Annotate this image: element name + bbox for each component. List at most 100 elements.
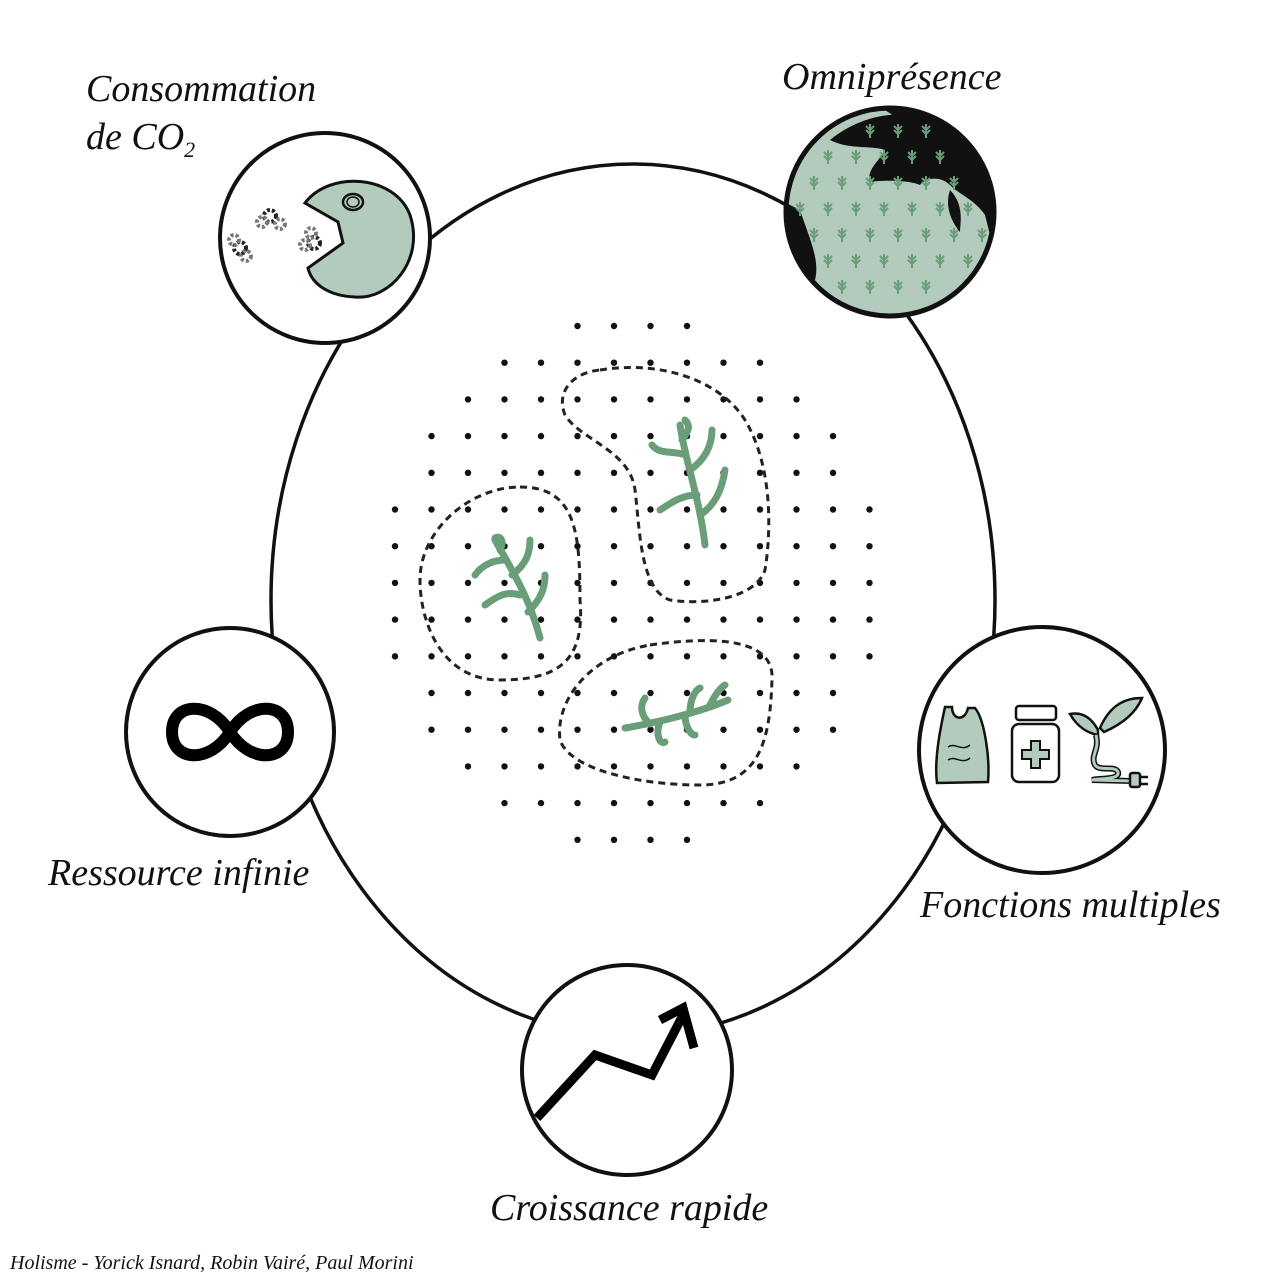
co2-molecules	[227, 208, 322, 263]
grid-dot	[647, 543, 654, 550]
grid-dot	[756, 799, 764, 807]
tiny-seaweed-icon	[795, 202, 805, 216]
grid-dot	[793, 432, 800, 440]
grid-dot	[866, 506, 873, 513]
footer-credits: Holisme - Yorick Isnard, Robin Vairé, Pa…	[10, 1252, 414, 1274]
growth-arrow-icon	[533, 1012, 687, 1122]
grid-dot	[574, 726, 581, 733]
grid-dot	[647, 763, 654, 770]
label-co2-subscript: 2	[184, 136, 196, 162]
grid-dot	[610, 469, 618, 476]
grid-dot	[610, 506, 618, 513]
grid-dot	[756, 763, 764, 770]
tiny-seaweed-icon	[963, 254, 973, 268]
grid-dot	[391, 579, 399, 587]
grid-dot	[683, 322, 691, 330]
grid-dot	[537, 763, 545, 770]
grid-dot	[647, 432, 654, 440]
tiny-seaweed-icon	[809, 176, 819, 190]
grid-dot	[574, 432, 581, 440]
grid-dot	[756, 469, 764, 476]
grid-dot	[829, 653, 837, 660]
grid-dot	[829, 469, 837, 476]
grid-dot	[464, 763, 472, 770]
grid-dot	[829, 689, 837, 697]
grid-dot	[464, 396, 472, 403]
grid-dot	[574, 543, 581, 550]
grid-dot	[428, 689, 435, 697]
grid-dot	[866, 579, 873, 587]
grid-dot	[464, 579, 472, 587]
grid-dot	[574, 359, 581, 366]
grid-dot	[756, 506, 764, 513]
grid-dot	[428, 432, 435, 440]
grid-dot	[391, 506, 399, 513]
grid-dot	[829, 726, 837, 733]
grid-dot	[501, 506, 508, 513]
grid-dot	[720, 506, 727, 513]
tiny-seaweed-icon	[907, 202, 917, 216]
grid-dot	[793, 506, 800, 513]
grid-dot	[793, 469, 800, 476]
grid-dot	[464, 653, 472, 660]
grid-dot	[683, 359, 691, 366]
grid-dot	[683, 579, 691, 587]
grid-dot	[537, 799, 545, 807]
grid-dot	[574, 689, 581, 697]
grid-dot	[391, 616, 399, 623]
tiny-seaweed-icon	[921, 280, 931, 294]
grid-dot	[610, 396, 618, 403]
grid-dot	[537, 726, 545, 733]
grid-dot	[647, 359, 654, 366]
seaweed-icon	[648, 416, 729, 549]
tiny-seaweed-icon	[837, 228, 847, 242]
grid-dot	[501, 579, 508, 587]
tiny-seaweed-icon	[823, 254, 833, 268]
grid-dot	[756, 432, 764, 440]
grid-dot	[647, 726, 654, 733]
grid-dot	[537, 396, 545, 403]
tiny-seaweed-icon	[865, 228, 875, 242]
grid-dot	[428, 469, 435, 476]
tiny-seaweed-icon	[851, 202, 861, 216]
grid-dot	[610, 616, 618, 623]
label-co2: Consommation de CO2	[86, 66, 316, 163]
tiny-seaweed-icon	[907, 150, 917, 164]
grid-dot	[464, 726, 472, 733]
label-co2-line2: de CO	[86, 115, 185, 158]
grid-dot	[464, 689, 472, 697]
grid-dot	[756, 616, 764, 623]
grid-dot	[793, 396, 800, 403]
seaweed-icon	[471, 533, 549, 642]
grid-dot	[683, 506, 691, 513]
plastic-bag-icon	[934, 705, 990, 785]
label-omnipresence: Omniprésence	[782, 56, 1002, 98]
grid-dot	[501, 469, 508, 476]
tiny-seaweed-icon	[935, 202, 945, 216]
grid-dot	[793, 689, 800, 697]
tiny-seaweed-icon	[851, 254, 861, 268]
grid-dot	[866, 543, 873, 550]
seaweed-zones	[418, 366, 774, 787]
grid-dot	[574, 579, 581, 587]
grid-dot	[501, 359, 508, 366]
grid-dot	[428, 506, 435, 513]
grid-dot	[574, 763, 581, 770]
grid-dot	[647, 396, 654, 403]
label-co2-line1: Consommation	[86, 68, 317, 110]
grid-dot	[647, 506, 654, 513]
grid-dot	[537, 506, 545, 513]
grid-dot	[610, 763, 618, 770]
grid-dot	[756, 689, 764, 697]
grid-dot	[793, 726, 800, 733]
grid-dot	[464, 432, 472, 440]
grid-dot	[756, 359, 764, 366]
medicine-bottle-icon	[1010, 704, 1061, 784]
grid-dot	[720, 726, 727, 733]
zone-left	[418, 485, 583, 682]
grid-dot	[537, 616, 545, 623]
tiny-seaweed-icon	[893, 176, 903, 190]
tiny-seaweed-icon	[949, 228, 959, 242]
pacman-co2-icon	[302, 179, 416, 299]
omnipresence-node	[783, 105, 997, 319]
